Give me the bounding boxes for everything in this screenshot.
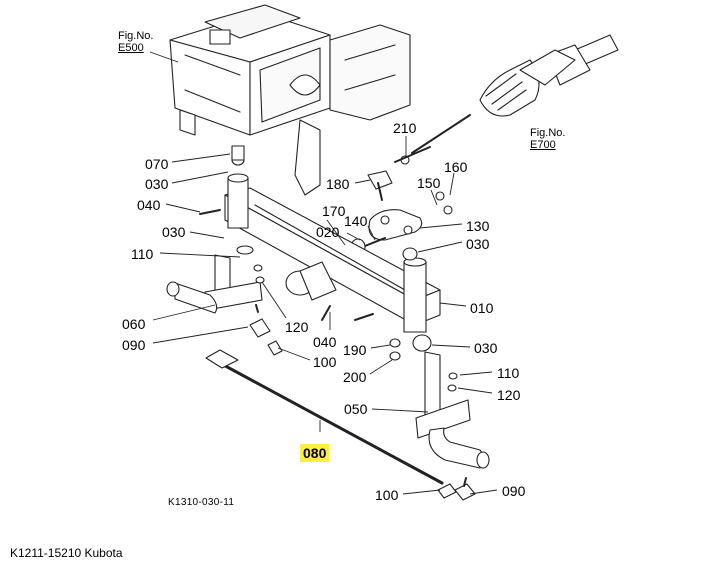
callout-150: 150 [417,175,441,191]
fig-ref-e500-line2: E500 [118,42,144,54]
callout-060: 060 [122,316,146,332]
callout-190: 190 [343,342,367,358]
parts-diagram [149,4,619,501]
callout-130: 130 [466,218,490,234]
fig-ref-e700-line2: E700 [530,139,556,151]
callout-020: 020 [316,224,340,240]
callout-090-left: 090 [122,337,146,353]
callout-030-left: 030 [162,224,186,240]
callout-080-highlighted: 080 [300,444,330,462]
callout-010: 010 [470,300,494,316]
image-caption: K1211-15210 Kubota [10,546,123,560]
callout-210: 210 [393,120,417,136]
callout-030-upper-left: 030 [145,176,169,192]
callout-170: 170 [322,203,346,219]
callout-100-right: 100 [375,487,399,503]
callout-110-left: 110 [131,246,154,262]
callout-110-right: 110 [497,365,520,381]
fig-ref-e700-line1: Fig.No. [530,127,566,139]
left-knuckle-drawing [166,245,265,314]
callout-200: 200 [343,369,367,385]
fig-ref-e700: Fig.No. E700 [530,127,565,151]
callout-180: 180 [326,176,350,192]
callout-030-right: 030 [466,236,490,252]
callout-040-left: 040 [137,197,161,213]
frame-e500-drawing [169,4,411,196]
callout-100-left: 100 [313,354,337,370]
callout-120-left: 120 [285,319,309,335]
fig-ref-e500: Fig.No. E500 [118,30,153,54]
callout-120-right: 120 [497,387,521,403]
callout-070: 070 [145,156,169,172]
callout-090-right: 090 [502,483,526,499]
callout-140: 140 [344,213,368,229]
steering-cylinder-e700-drawing [400,34,619,165]
tie-rod-080-drawing [216,360,444,485]
callout-030-lower-right: 030 [474,340,498,356]
callout-160: 160 [444,159,468,175]
fig-ref-e500-line1: Fig.No. [118,30,154,42]
highlighted-part-080: 080 [300,444,330,462]
callout-050: 050 [344,401,368,417]
front-axle-drawing [224,187,441,326]
callout-040-center: 040 [313,334,337,350]
drawing-code: K1310-030-11 [168,497,235,508]
right-knuckle-drawing [415,351,490,469]
